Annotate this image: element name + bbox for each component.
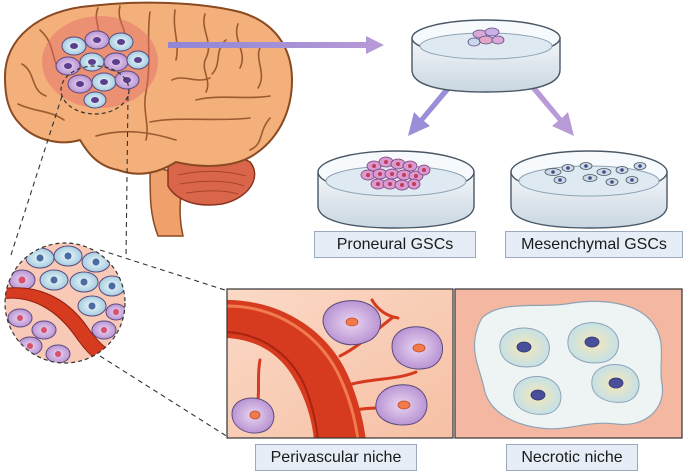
proneural-gscs-label: Proneural GSCs	[314, 231, 476, 258]
culture-arrows	[168, 36, 574, 136]
dish-mesenchymal	[510, 150, 668, 229]
perivascular-niche-label: Perivascular niche	[255, 444, 417, 471]
necrotic-niche-panel	[454, 288, 683, 439]
brain-illustration	[3, 1, 294, 237]
dish-top	[411, 19, 561, 93]
arrow-to-proneural	[408, 84, 452, 136]
tumor-sample-outline	[60, 65, 130, 115]
blood-vessel	[227, 300, 366, 438]
necrotic-region	[473, 300, 664, 430]
necrotic-niche-label: Necrotic niche	[506, 444, 638, 471]
arrow-to-mesenchymal	[530, 84, 574, 136]
mesenchymal-gscs-label: Mesenchymal GSCs	[505, 231, 683, 258]
zoom-lines	[9, 95, 229, 438]
perivascular-niche-panel	[226, 288, 454, 439]
tumor-zoom-circle	[4, 242, 126, 364]
tumor-nuclei	[64, 37, 142, 103]
dish-proneural	[317, 150, 475, 229]
cerebellum-folds	[177, 170, 247, 195]
arrow-to-dish	[168, 36, 384, 54]
